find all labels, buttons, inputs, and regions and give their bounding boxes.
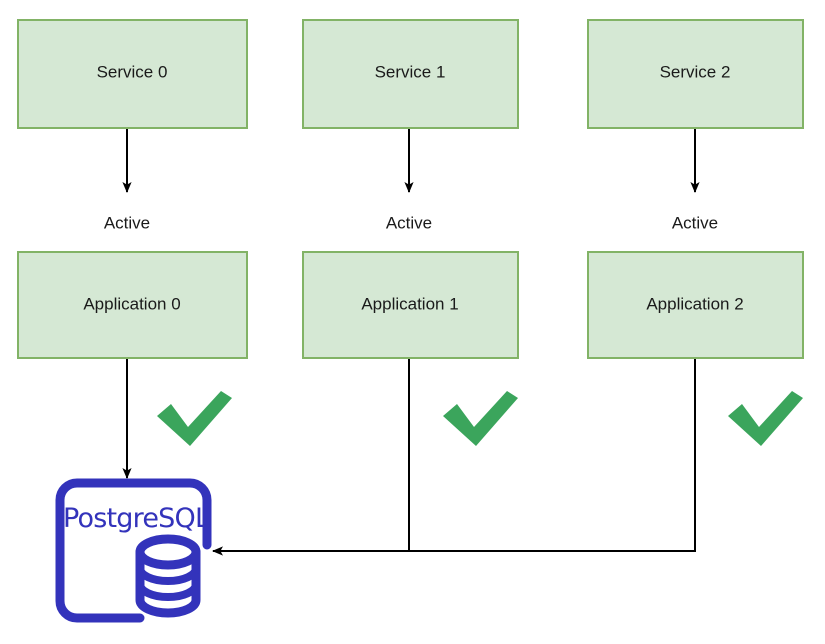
service-node-1-box bbox=[302, 19, 519, 129]
service-node-0[interactable]: Service 0 bbox=[17, 19, 248, 129]
status-check-1 bbox=[443, 391, 518, 446]
application-node-2-box bbox=[587, 251, 804, 359]
cylinder-band-1 bbox=[136, 564, 200, 585]
edge-label-active-0: Active bbox=[104, 213, 150, 232]
edge-label-active-2: Active bbox=[672, 213, 718, 232]
status-check-0 bbox=[157, 391, 232, 446]
application-node-0-label: Application 0 bbox=[83, 294, 180, 313]
service-node-0-label: Service 0 bbox=[97, 62, 168, 81]
service-node-1-label: Service 1 bbox=[375, 62, 446, 81]
service-node-2[interactable]: Service 2 bbox=[587, 19, 804, 129]
check-icon bbox=[728, 391, 803, 446]
cylinder-band-2 bbox=[136, 580, 200, 601]
application-node-1-box bbox=[302, 251, 519, 359]
application-node-2[interactable]: Application 2 bbox=[587, 251, 804, 359]
edge-application-1-to-database bbox=[212, 358, 410, 556]
check-icon bbox=[157, 391, 232, 446]
service-to-application-edges bbox=[122, 128, 700, 193]
postgres-wordmark: PostgreSQL bbox=[63, 503, 210, 534]
status-check-2 bbox=[728, 391, 803, 446]
application-node-0[interactable]: Application 0 bbox=[17, 251, 248, 359]
database-cylinder-icon bbox=[135, 534, 201, 618]
application-node-1-label: Application 1 bbox=[361, 294, 458, 313]
service-node-2-box bbox=[587, 19, 804, 129]
postgresql-database-node[interactable]: PostgreSQL bbox=[55, 478, 212, 623]
postgres-elephant-frame bbox=[55, 478, 212, 623]
application-node-1[interactable]: Application 1 bbox=[302, 251, 519, 359]
service-node-1[interactable]: Service 1 bbox=[302, 19, 519, 129]
check-icon bbox=[443, 391, 518, 446]
application-node-2-label: Application 2 bbox=[646, 294, 743, 313]
service-node-0-box bbox=[17, 19, 248, 129]
edge-label-active-1: Active bbox=[386, 213, 432, 232]
application-node-0-box bbox=[17, 251, 248, 359]
edge-application-2-to-database bbox=[409, 358, 696, 552]
service-node-2-label: Service 2 bbox=[660, 62, 731, 81]
